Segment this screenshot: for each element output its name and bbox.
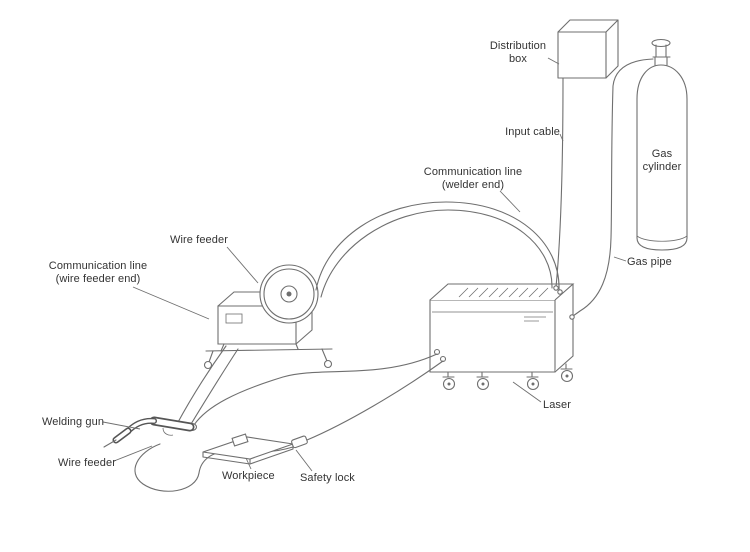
label-laser: Laser bbox=[543, 399, 571, 412]
welding-wire bbox=[103, 439, 117, 448]
label-text: Gas pipe bbox=[627, 256, 672, 268]
label-text: Communication line bbox=[423, 166, 523, 178]
workpiece-shape bbox=[202, 433, 294, 465]
label-wire-feeder-top: Wire feeder bbox=[170, 234, 228, 247]
vent-lines bbox=[458, 287, 549, 298]
label-text: (welder end) bbox=[441, 179, 505, 191]
label-text: Wire feeder bbox=[170, 234, 228, 246]
caster-wheels bbox=[442, 363, 574, 391]
label-workpiece: Workpiece bbox=[222, 470, 275, 483]
ground-clamp bbox=[231, 433, 249, 447]
gas-pipe-line bbox=[572, 58, 654, 317]
leader-lines bbox=[102, 57, 627, 472]
cables bbox=[134, 58, 654, 492]
leader-gas-pipe bbox=[613, 256, 627, 262]
label-text: Laser bbox=[543, 399, 572, 411]
label-gas-pipe: Gas pipe bbox=[627, 256, 672, 269]
label-text: (wire feeder end) bbox=[55, 273, 141, 285]
label-text: Gas bbox=[651, 148, 673, 160]
distribution-box-shape bbox=[557, 19, 619, 79]
label-welding-gun: Welding gun bbox=[42, 416, 104, 429]
leader-communication-wire-feeder bbox=[132, 286, 210, 320]
leader-wire-feeder-top bbox=[226, 246, 259, 284]
leader-safety-lock bbox=[295, 449, 313, 472]
welding-gun-shape bbox=[103, 416, 198, 448]
label-text: Wire feeder bbox=[58, 457, 116, 469]
leader-communication-welder bbox=[499, 190, 521, 213]
input-cable-line bbox=[555, 77, 564, 288]
leader-wire-feeder-bottom bbox=[113, 445, 153, 462]
leader-welding-gun bbox=[102, 421, 141, 430]
label-distribution-box: Distribution box bbox=[486, 40, 550, 66]
laser-machine-shape bbox=[429, 283, 575, 391]
label-text: box bbox=[508, 53, 528, 65]
communication-line-welder-path-2 bbox=[320, 209, 553, 298]
label-input-cable: Input cable bbox=[498, 126, 560, 139]
laser-safety-cable bbox=[306, 360, 444, 441]
gas-cylinder-shape bbox=[636, 38, 688, 251]
label-text: Safety lock bbox=[300, 472, 355, 484]
safety-lock-shape bbox=[291, 435, 308, 449]
feeder-gun-hose-1 bbox=[176, 345, 227, 425]
laser-logo bbox=[524, 316, 546, 322]
label-communication-line-wire-feeder: Communication line (wire feeder end) bbox=[38, 260, 158, 286]
label-text: cylinder bbox=[642, 161, 682, 173]
label-text: Distribution bbox=[489, 40, 547, 52]
wire-feeder-shape bbox=[203, 264, 333, 370]
laser-gun-cable bbox=[193, 353, 438, 426]
leader-distribution-box bbox=[547, 57, 560, 65]
label-text: Workpiece bbox=[222, 470, 275, 482]
label-gas-cylinder: Gas cylinder bbox=[637, 148, 687, 174]
comm-line-connector bbox=[557, 289, 563, 295]
input-cable-connector bbox=[553, 285, 559, 291]
gun-trigger bbox=[162, 427, 174, 436]
leader-workpiece bbox=[245, 457, 252, 470]
label-safety-lock: Safety lock bbox=[300, 472, 355, 485]
spool-hub bbox=[286, 291, 292, 297]
label-wire-feeder-bottom: Wire feeder bbox=[58, 457, 116, 470]
leader-laser bbox=[512, 381, 542, 403]
label-text: Communication line bbox=[48, 260, 148, 272]
label-text: Welding gun bbox=[42, 416, 105, 428]
communication-line-welder-path bbox=[315, 201, 560, 292]
gas-pipe-connector bbox=[569, 314, 575, 320]
feeder-gun-hose-2 bbox=[187, 348, 239, 430]
label-communication-line-welder: Communication line (welder end) bbox=[423, 166, 523, 192]
label-text: Input cable bbox=[505, 126, 560, 138]
leader-input-cable bbox=[559, 133, 564, 142]
